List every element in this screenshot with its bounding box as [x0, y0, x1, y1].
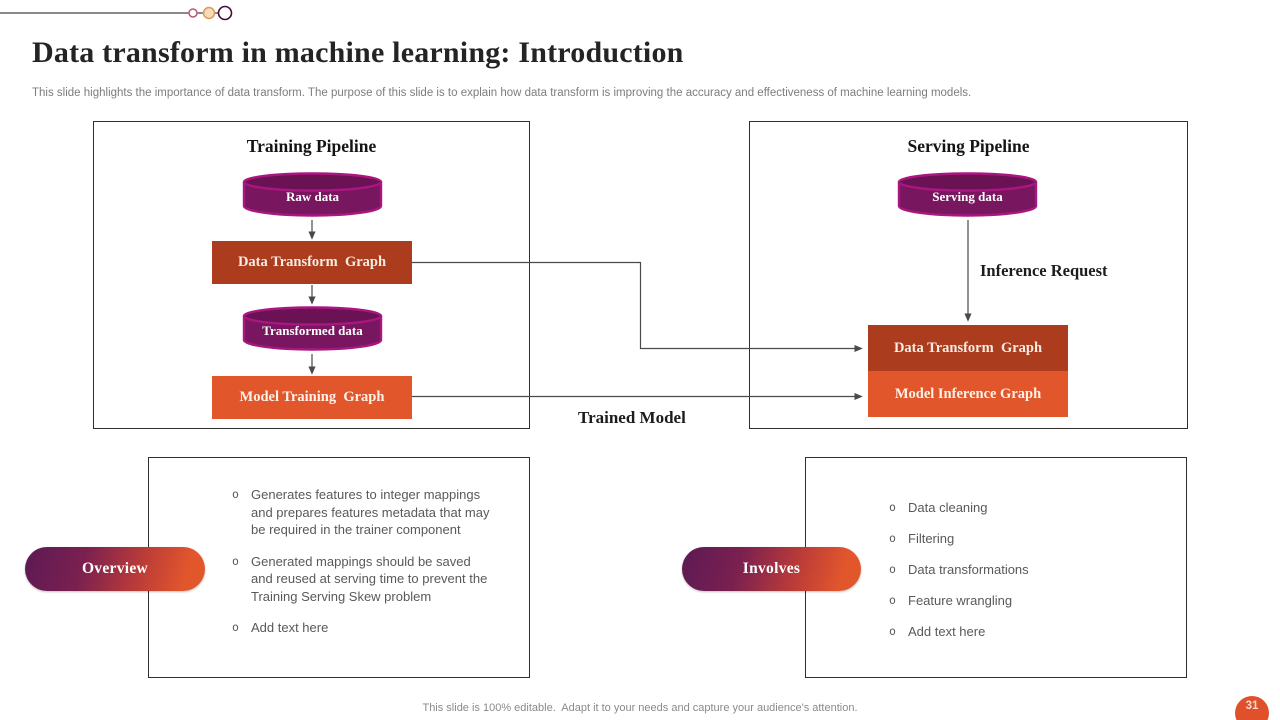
bullet-circle-icon: o — [889, 531, 896, 545]
serving-data-label: Serving data — [932, 189, 1003, 204]
list-item: o Filtering — [889, 530, 1029, 548]
raw-data-label: Raw data — [285, 189, 340, 204]
top-decoration — [0, 5, 233, 21]
training-data-transform-graph-node: Data Transform Graph — [212, 241, 412, 284]
model-training-graph-node: Model Training Graph — [212, 376, 412, 419]
bullet-circle-icon: o — [889, 562, 896, 576]
list-item: o Feature wrangling — [889, 592, 1029, 610]
overview-box: o Generates features to integer mappings… — [148, 457, 530, 678]
bullet-circle-icon: o — [889, 593, 896, 607]
cylinder-shape-icon — [897, 172, 1038, 217]
training-data-transform-graph-label: Data Transform Graph — [237, 254, 387, 270]
model-training-graph-label: Model Training Graph — [239, 389, 385, 405]
inference-request-label: Inference Request — [980, 261, 1108, 280]
bullet-circle-icon: o — [889, 500, 896, 514]
involves-bullet-text: Feature wrangling — [908, 593, 1013, 608]
deco-circle-small — [188, 8, 198, 18]
deco-circle-medium — [202, 6, 216, 20]
list-item: o Generated mappings should be saved and… — [232, 553, 494, 606]
involves-pill: Involves — [682, 547, 861, 591]
bullet-circle-icon: o — [232, 553, 239, 568]
overview-pill-label: Overview — [81, 560, 149, 577]
involves-bullet-text: Data cleaning — [908, 500, 988, 515]
serving-data-transform-graph-node: Data Transform Graph — [868, 325, 1068, 371]
deco-circle-large — [217, 5, 233, 21]
serving-pipeline-title: Serving Pipeline — [907, 136, 1030, 156]
overview-bullet-list: o Generates features to integer mappings… — [232, 486, 494, 651]
raw-data-cylinder: Raw data — [242, 172, 383, 218]
overview-bullet-text: Generated mappings should be saved and r… — [251, 553, 488, 604]
cylinder-shape-icon — [242, 306, 383, 351]
model-inference-graph-label: Model Inference Graph — [894, 385, 1042, 402]
page-subtitle: This slide highlights the importance of … — [32, 87, 972, 99]
serving-data-cylinder: Serving data — [897, 172, 1038, 218]
list-item: o Generates features to integer mappings… — [232, 486, 494, 539]
page-title: Data transform in machine learning: Intr… — [32, 36, 684, 69]
involves-bullet-text: Data transformations — [908, 562, 1029, 577]
trained-model-label: Trained Model — [578, 408, 686, 427]
overview-bullet-text: Add text here — [251, 620, 329, 635]
model-inference-graph-node: Model Inference Graph — [868, 371, 1068, 417]
involves-box: o Data cleaning o Filtering o Data trans… — [805, 457, 1187, 678]
involves-bullet-list: o Data cleaning o Filtering o Data trans… — [889, 499, 1029, 654]
training-pipeline-title: Training Pipeline — [246, 136, 377, 156]
bullet-circle-icon: o — [889, 624, 896, 638]
slide-footer-note: This slide is 100% editable. Adapt it to… — [422, 702, 858, 714]
list-item: o Data transformations — [889, 561, 1029, 579]
involves-pill-label: Involves — [742, 560, 801, 577]
involves-bullet-text: Filtering — [908, 531, 955, 546]
page-number: 31 — [1245, 700, 1259, 712]
serving-data-transform-graph-label: Data Transform Graph — [893, 339, 1043, 356]
overview-bullet-text: Generates features to integer mappings a… — [251, 487, 490, 537]
involves-bullet-text: Add text here — [908, 624, 986, 639]
page-number-badge: 31 — [1235, 696, 1269, 720]
bullet-circle-icon: o — [232, 620, 239, 634]
bullet-circle-icon: o — [232, 487, 239, 501]
cylinder-shape-icon — [242, 172, 383, 217]
list-item: o Add text here — [889, 623, 1029, 641]
list-item: o Data cleaning — [889, 499, 1029, 517]
overview-pill: Overview — [25, 547, 205, 591]
list-item: o Add text here — [232, 619, 494, 637]
transformed-data-cylinder: Transformed data — [242, 306, 383, 352]
transformed-data-label: Transformed data — [262, 323, 363, 338]
